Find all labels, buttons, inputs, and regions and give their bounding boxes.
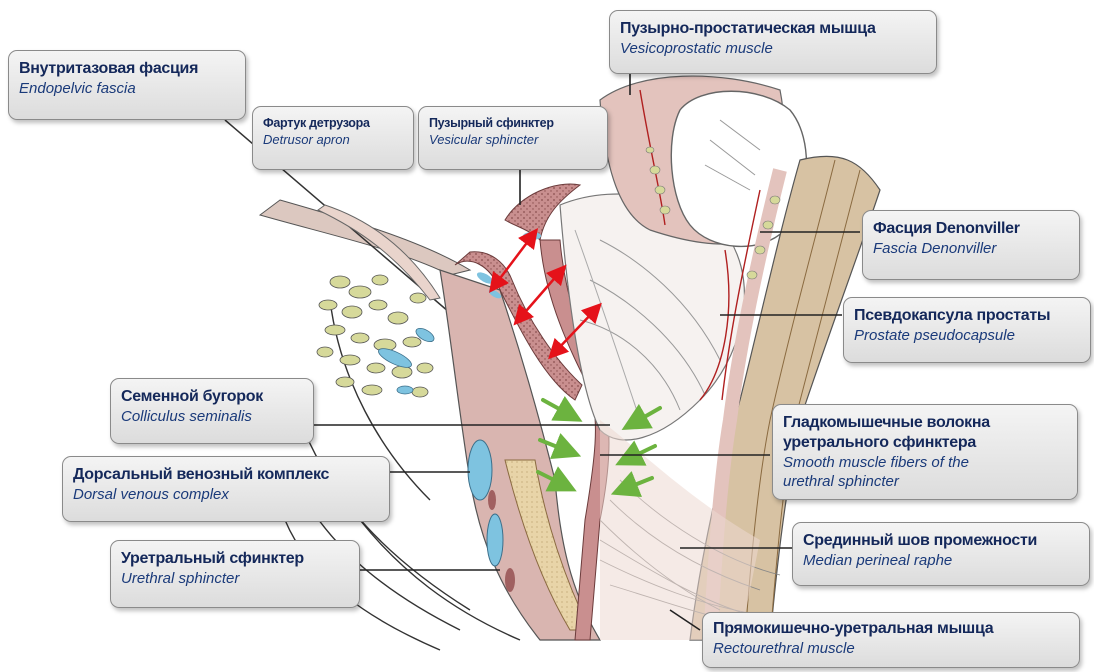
label-colliculus-en: Colliculus seminalis [121, 407, 303, 426]
label-colliculus-ru: Семенной бугорок [121, 387, 303, 407]
label-detrusor-apron: Фартук детрузора Detrusor apron [252, 106, 414, 170]
label-smooth-en-1: Smooth muscle fibers of the [783, 453, 1067, 472]
label-rectourethral-en: Rectourethral muscle [713, 639, 1069, 658]
label-urethral-sphincter: Уретральный сфинктер Urethral sphincter [110, 540, 360, 608]
label-dorsal-ru: Дорсальный венозный комплекс [73, 465, 379, 485]
label-endopelvic-ru: Внутритазовая фасция [19, 59, 235, 79]
label-colliculus-seminalis: Семенной бугорок Colliculus seminalis [110, 378, 314, 444]
label-smooth-muscle-fibers: Гладкомышечные волокна уретрального сфин… [772, 404, 1078, 500]
label-vesicoprostatic-en: Vesicoprostatic muscle [620, 39, 926, 58]
dorsal-vein-1 [468, 440, 492, 500]
label-detrusor-ru: Фартук детрузора [263, 115, 403, 131]
label-vesicular-en: Vesicular sphincter [429, 131, 597, 148]
label-median-ru: Срединный шов промежности [803, 531, 1079, 551]
label-endopelvic-fascia: Внутритазовая фасция Endopelvic fascia [8, 50, 246, 120]
label-pseudocapsule-en: Prostate pseudocapsule [854, 326, 1080, 345]
label-vesicoprostatic-ru: Пузырно-простатическая мышца [620, 19, 926, 39]
label-dorsal-en: Dorsal venous complex [73, 485, 379, 504]
label-urethral-ru: Уретральный сфинктер [121, 549, 349, 569]
label-endopelvic-en: Endopelvic fascia [19, 79, 235, 98]
label-smooth-ru-2: уретрального сфинктера [783, 433, 1067, 453]
label-vesicular-sphincter: Пузырный сфинктер Vesicular sphincter [418, 106, 608, 170]
label-median-perineal-raphe: Срединный шов промежности Median perinea… [792, 522, 1090, 586]
label-denonvilliers-ru: Фасция Denonviller [873, 219, 1069, 239]
label-vesicoprostatic-muscle: Пузырно-простатическая мышца Vesicoprost… [609, 10, 937, 74]
label-denonvilliers-fascia: Фасция Denonviller Fascia Denonviller [862, 210, 1080, 280]
label-prostate-pseudocapsule: Псевдокапсула простаты Prostate pseudoca… [843, 297, 1091, 363]
label-smooth-en-2: urethral sphincter [783, 472, 1067, 491]
label-dorsal-venous-complex: Дорсальный венозный комплекс Dorsal veno… [62, 456, 390, 522]
label-pseudocapsule-ru: Псевдокапсула простаты [854, 306, 1080, 326]
venous-blue-vessels [376, 326, 436, 394]
label-denonvilliers-en: Fascia Denonviller [873, 239, 1069, 258]
label-smooth-ru-1: Гладкомышечные волокна [783, 413, 1067, 433]
label-detrusor-en: Detrusor apron [263, 131, 403, 148]
label-rectourethral-muscle: Прямокишечно-уретральная мышца Rectouret… [702, 612, 1080, 668]
dorsal-vein-2 [487, 514, 503, 566]
label-urethral-en: Urethral sphincter [121, 569, 349, 588]
venous-nodules [317, 275, 433, 397]
label-vesicular-ru: Пузырный сфинктер [429, 115, 597, 131]
label-rectourethral-ru: Прямокишечно-уретральная мышца [713, 619, 1069, 639]
label-median-en: Median perineal raphe [803, 551, 1079, 570]
